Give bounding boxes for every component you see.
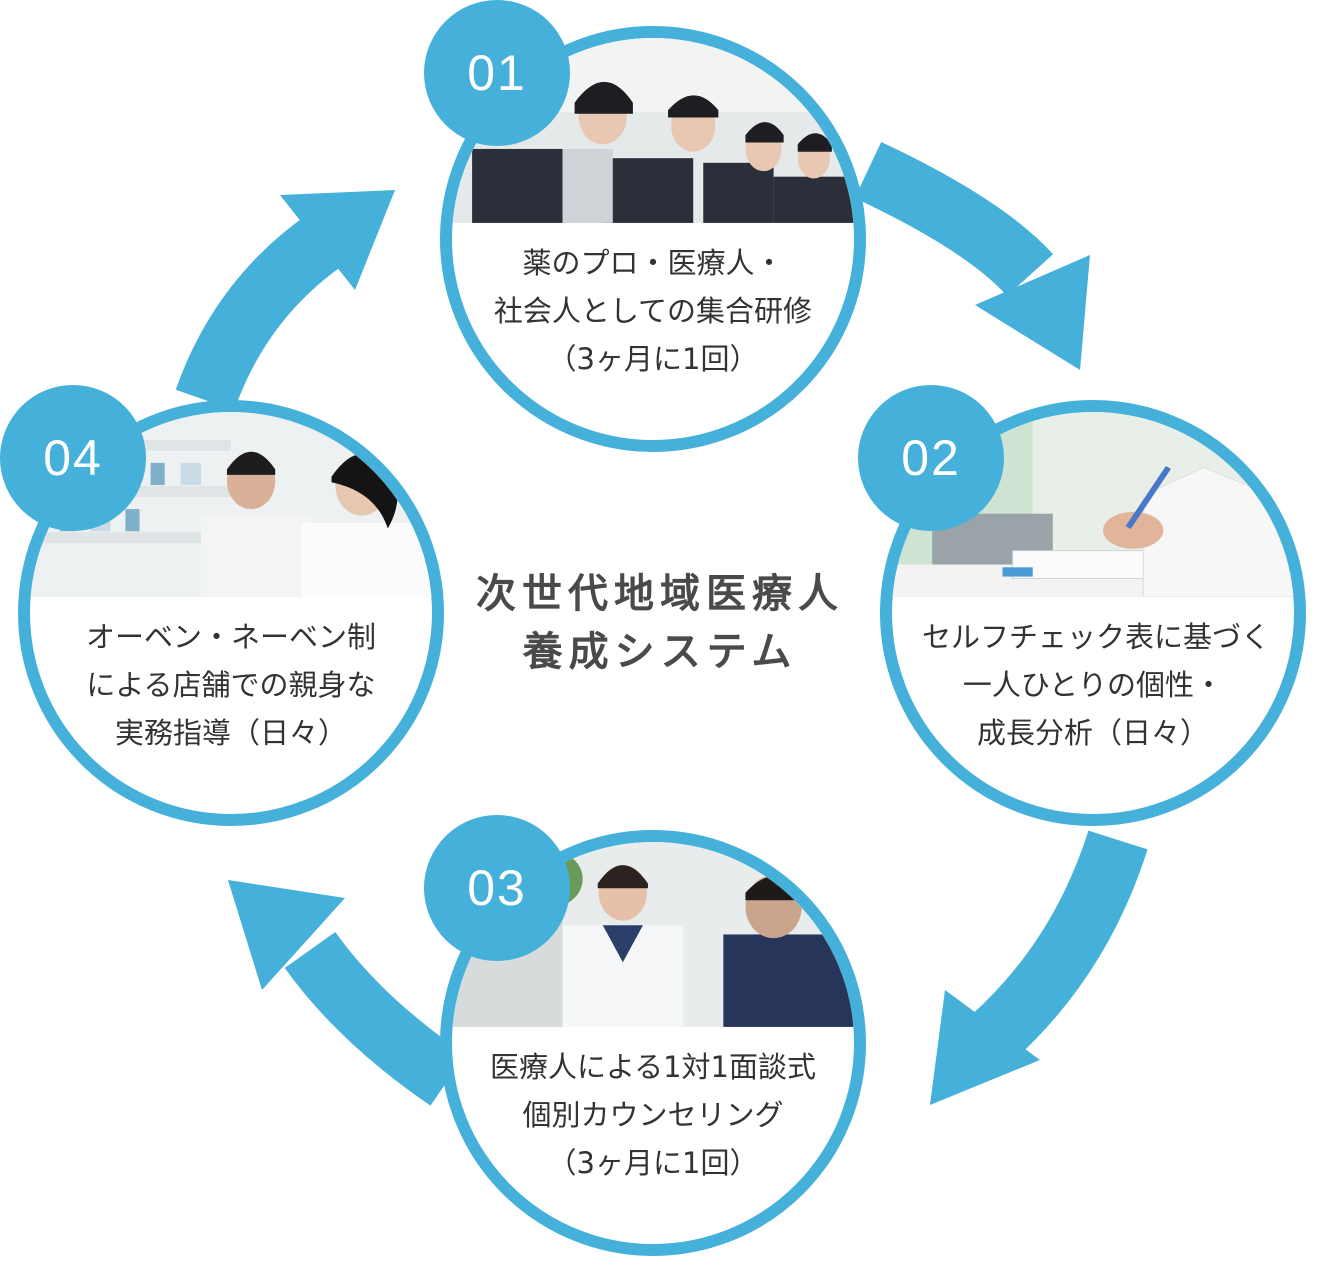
step-03-badge: 03	[424, 815, 570, 961]
step-03-caption: 医療人による1対1面談式 個別カウンセリング （3ヶ月に1回）	[482, 1031, 824, 1187]
arrow-02-to-03	[969, 830, 1148, 1064]
arrowhead-04	[228, 880, 345, 990]
step-04-caption: オーベン・ネーベン制 による店舗での親身な 実務指導（日々）	[60, 601, 402, 757]
center-title-line1: 次世代地域医療人	[476, 571, 844, 617]
arrow-04-to-01	[175, 214, 344, 411]
step-01-line2: 社会人としての集合研修	[493, 293, 813, 328]
step-03-line1: 医療人による1対1面談式	[489, 1049, 817, 1084]
step-03-line2: 個別カウンセリング	[522, 1097, 784, 1132]
step-02-line3: 成長分析（日々）	[976, 715, 1209, 750]
arrow-01-to-02	[854, 141, 1054, 297]
step-02-caption: セルフチェック表に基づく 一人ひとりの個性・ 成長分析（日々）	[922, 601, 1271, 757]
arrowhead-01	[280, 190, 395, 290]
step-04-line3: 実務指導（日々）	[114, 715, 347, 750]
step-01-line1: 薬のプロ・医療人・	[522, 245, 784, 280]
step-01-caption: 薬のプロ・医療人・ 社会人としての集合研修 （3ヶ月に1回）	[482, 227, 824, 383]
arrow-03-to-04	[284, 931, 466, 1106]
step-02-line2: 一人ひとりの個性・	[962, 667, 1224, 702]
step-04-badge: 04	[0, 385, 146, 531]
step-02-line1: セルフチェック表に基づく	[922, 619, 1271, 654]
arrowhead-02	[975, 255, 1090, 370]
step-01-line3: （3ヶ月に1回）	[547, 341, 759, 376]
center-title: 次世代地域医療人 養成システム	[440, 565, 880, 681]
step-01-badge: 01	[424, 0, 570, 146]
arrowhead-03	[930, 990, 1040, 1105]
step-04-line2: による店舗での親身な	[86, 667, 376, 702]
step-02-badge: 02	[858, 385, 1004, 531]
center-title-line2: 養成システム	[522, 629, 798, 675]
step-03-line3: （3ヶ月に1回）	[547, 1145, 759, 1180]
step-04-line1: オーベン・ネーベン制	[85, 619, 376, 654]
